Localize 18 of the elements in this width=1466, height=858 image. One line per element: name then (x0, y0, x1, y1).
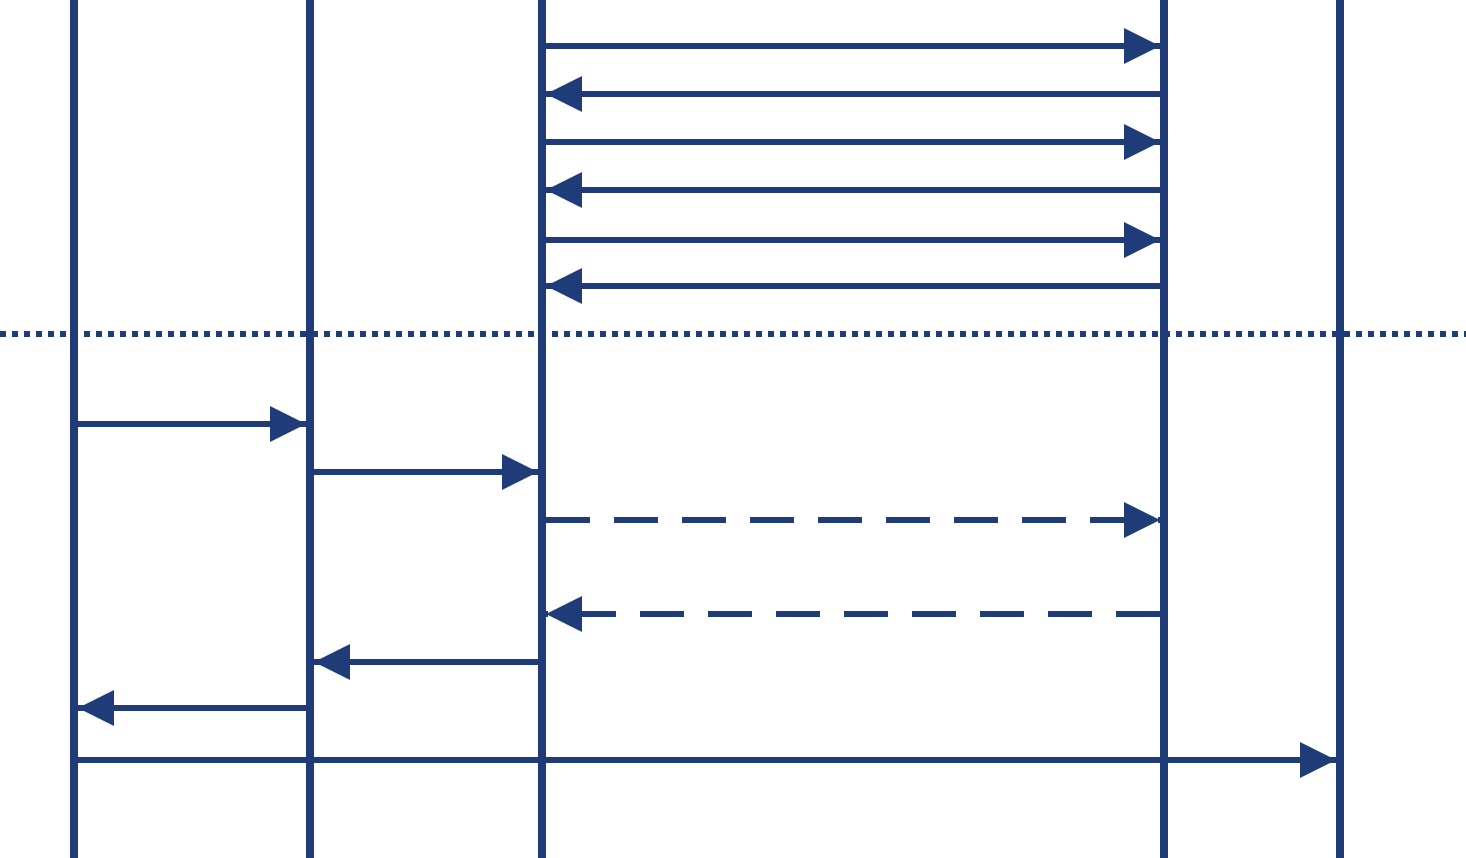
arrow (546, 124, 1160, 160)
arrow (546, 222, 1160, 258)
lifeline (70, 0, 78, 858)
lifeline (1160, 0, 1168, 858)
arrow (546, 268, 1160, 304)
lifeline (538, 0, 546, 858)
arrow (78, 742, 1336, 778)
arrow (314, 644, 538, 680)
lifeline (1336, 0, 1344, 858)
arrow (78, 690, 306, 726)
arrow (314, 454, 538, 490)
arrow (78, 406, 306, 442)
arrow (546, 596, 1160, 632)
arrow (546, 502, 1160, 538)
lifeline (306, 0, 314, 858)
arrow (546, 28, 1160, 64)
arrow (546, 172, 1160, 208)
arrow (546, 76, 1160, 112)
